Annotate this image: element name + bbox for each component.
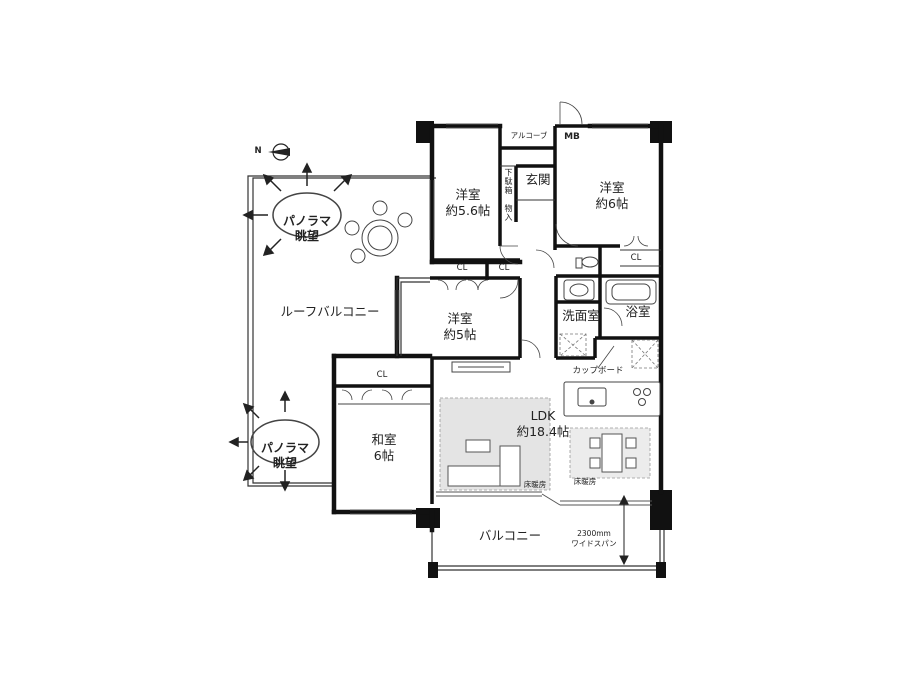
room-washroom-name: 洗面室 <box>562 308 600 323</box>
span-dimension-arrow <box>619 494 629 566</box>
cupboard-label: カップボード <box>568 366 628 377</box>
wide-span-text: 2300mm ワイドスパン <box>571 529 617 548</box>
room-ldk-size: 約18.4帖 <box>516 423 570 439</box>
closet-label-2: CL <box>492 263 516 274</box>
room-western-3: 洋室 約5帖 <box>432 311 488 342</box>
room-alcove-name: アルコーブ <box>510 131 548 140</box>
panorama-text: パノラマ 眺望 <box>282 214 331 243</box>
room-western-1-name: 洋室 <box>455 187 481 202</box>
panorama-text: パノラマ 眺望 <box>260 441 309 470</box>
room-doors <box>499 101 623 359</box>
floor-heating-label-2: 床暖房 <box>570 477 600 486</box>
meter-box-text: MB <box>564 132 580 142</box>
floor-heating-label-1: 床暖房 <box>520 480 550 489</box>
room-washroom: 洗面室 <box>558 308 604 324</box>
sofa <box>447 439 521 487</box>
floor-heating-text: 床暖房 <box>573 477 597 486</box>
compass-label: N <box>252 146 264 157</box>
floor-heating-text: 床暖房 <box>523 480 547 489</box>
cupboard-dashed <box>559 333 659 369</box>
outdoor-furniture <box>344 200 413 264</box>
kitchen-counter <box>563 381 661 417</box>
compass-text: N <box>254 146 262 156</box>
room-bathroom: 浴室 <box>618 304 658 320</box>
closet-text: CL <box>456 263 468 273</box>
panorama-arrows <box>228 162 353 492</box>
closet-label-4: CL <box>370 370 394 381</box>
storage-label: 物入 <box>503 204 513 222</box>
closet-text: CL <box>376 370 388 380</box>
room-entrance-name: 玄関 <box>525 172 551 187</box>
dining-table <box>589 433 637 473</box>
bath-fixtures <box>563 256 657 305</box>
room-western-2-size: 約6帖 <box>595 195 629 211</box>
room-japanese: 和室 6帖 <box>356 432 412 463</box>
balcony-text: バルコニー <box>478 528 542 543</box>
room-japanese-name: 和室 <box>371 432 397 447</box>
closet-label-3: CL <box>624 253 648 264</box>
room-western-1: 洋室 約5.6帖 <box>438 187 498 218</box>
compass-icon <box>268 143 290 161</box>
shoe-storage-name: 下駄箱 <box>504 168 513 195</box>
closet-text: CL <box>630 253 642 263</box>
roof-balcony-label: ルーフバルコニー <box>280 304 380 320</box>
storage-name: 物入 <box>504 204 513 222</box>
room-western-2-name: 洋室 <box>599 180 625 195</box>
thin-walls <box>500 165 661 267</box>
room-japanese-size: 6帖 <box>373 447 395 463</box>
panorama-badges <box>250 192 342 465</box>
room-ldk: LDK 約18.4帖 <box>508 408 578 439</box>
room-western-2: 洋室 約6帖 <box>580 180 644 211</box>
room-western-3-size: 約5帖 <box>443 326 477 342</box>
shoe-storage-label: 下駄箱 <box>503 168 513 195</box>
balcony-label: バルコニー <box>470 528 550 544</box>
interior-walls <box>334 124 661 504</box>
room-western-1-size: 約5.6帖 <box>445 202 491 218</box>
wide-span-label: 2300mm ワイドスパン <box>566 520 622 548</box>
roof-balcony-wall-lines <box>396 277 430 356</box>
room-alcove: アルコーブ <box>504 131 554 140</box>
meter-box-label: MB <box>558 132 586 143</box>
room-western-3-name: 洋室 <box>447 311 473 326</box>
cupboard-text: カップボード <box>572 366 624 376</box>
windows <box>350 123 652 515</box>
room-ldk-name: LDK <box>530 408 556 423</box>
panorama-badge-2: パノラマ 眺望 <box>253 426 317 471</box>
closet-text: CL <box>498 263 510 273</box>
closet-label-1: CL <box>450 263 474 274</box>
room-entrance: 玄関 <box>520 172 556 188</box>
closet-doors <box>341 235 649 401</box>
roof-balcony-text: ルーフバルコニー <box>280 304 380 319</box>
room-bathroom-name: 浴室 <box>625 304 651 319</box>
panorama-badge-1: パノラマ 眺望 <box>275 199 339 244</box>
cupboard-leader <box>597 345 615 369</box>
